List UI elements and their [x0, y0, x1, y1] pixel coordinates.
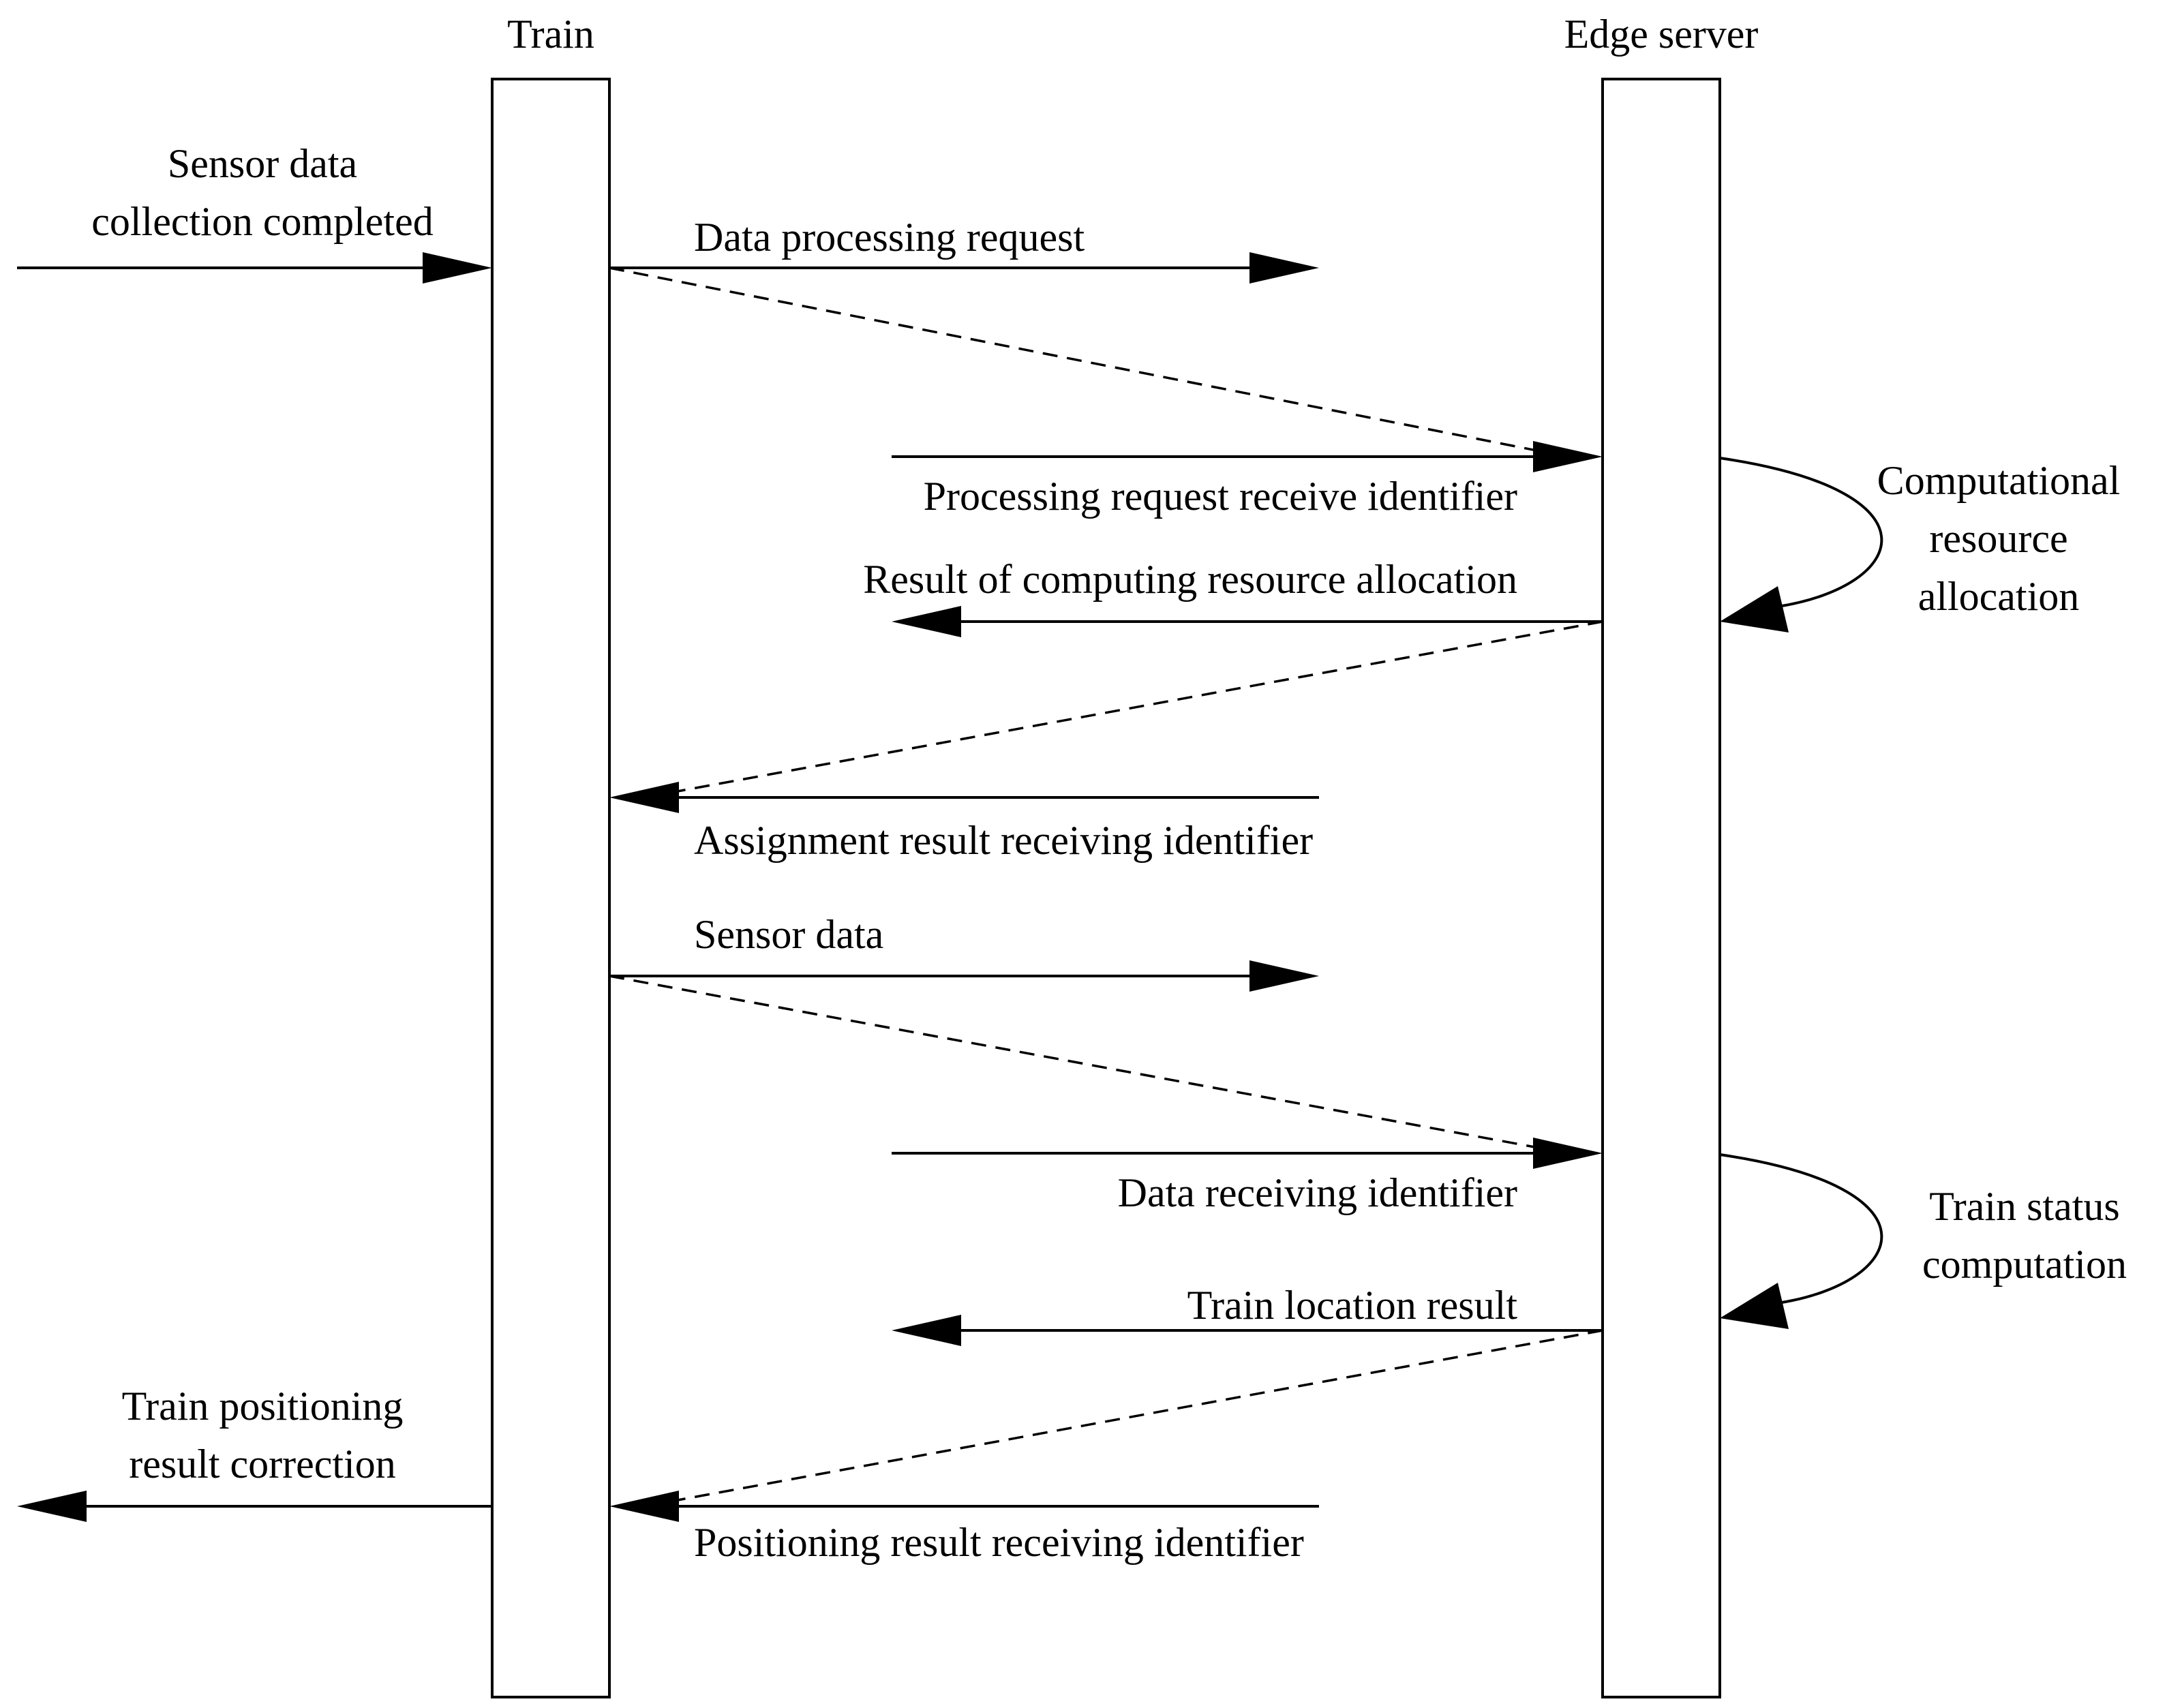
- result-of-computing-resource-allocation-label: Result of computing resource allocation: [863, 557, 1517, 602]
- sensor-data-arrow: [609, 960, 1319, 992]
- result-of-computing-resource-allocation-transit: [643, 620, 1603, 799]
- train-location-result-arrow: [892, 1315, 1603, 1346]
- resource-allocation-label-line2: resource: [1929, 516, 2067, 561]
- external-output-label-line2: result correction: [129, 1442, 396, 1486]
- resource-allocation-label-line3: allocation: [1918, 574, 2080, 619]
- external-output-arrow: [17, 1491, 492, 1522]
- resource-allocation-self-arrow: [1719, 457, 1883, 632]
- data-receiving-identifier-arrow: [892, 1138, 1603, 1169]
- data-processing-request-transit: [609, 266, 1569, 458]
- sensor-data-transit: [609, 975, 1569, 1155]
- data-processing-request-label: Data processing request: [694, 215, 1085, 260]
- external-output-label-line1: Train positioning: [122, 1384, 404, 1429]
- train-location-result-label: Train location result: [1187, 1283, 1518, 1328]
- edge-server-lifeline: [1601, 78, 1721, 1698]
- data-processing-request-arrow: [609, 252, 1319, 284]
- external-input-arrow: [17, 252, 492, 284]
- train-status-computation-self-arrow: [1719, 1153, 1883, 1329]
- positioning-result-receiving-identifier-label: Positioning result receiving identifier: [694, 1520, 1304, 1565]
- participant-edge-server-label: Edge server: [1564, 12, 1759, 57]
- positioning-result-receiving-identifier-arrow: [609, 1491, 1319, 1522]
- train-status-computation-label-line1: Train status: [1929, 1184, 2120, 1229]
- sensor-data-label: Sensor data: [694, 912, 883, 957]
- assignment-result-receiving-identifier-arrow: [609, 782, 1319, 813]
- resource-allocation-label-line1: Computational: [1877, 458, 2121, 503]
- external-input-label-line2: collection completed: [91, 199, 433, 244]
- participant-train-label: Train: [507, 12, 594, 57]
- processing-request-receive-identifier-label: Processing request receive identifier: [924, 474, 1517, 519]
- result-of-computing-resource-allocation-arrow: [892, 606, 1603, 637]
- data-receiving-identifier-label: Data receiving identifier: [1118, 1170, 1517, 1215]
- train-lifeline: [491, 78, 611, 1698]
- train-status-computation-label-line2: computation: [1922, 1242, 2127, 1287]
- assignment-result-receiving-identifier-label: Assignment result receiving identifier: [694, 818, 1313, 863]
- train-location-result-transit: [643, 1329, 1603, 1508]
- processing-request-receive-identifier-arrow: [892, 441, 1603, 472]
- external-input-label-line1: Sensor data: [168, 141, 357, 186]
